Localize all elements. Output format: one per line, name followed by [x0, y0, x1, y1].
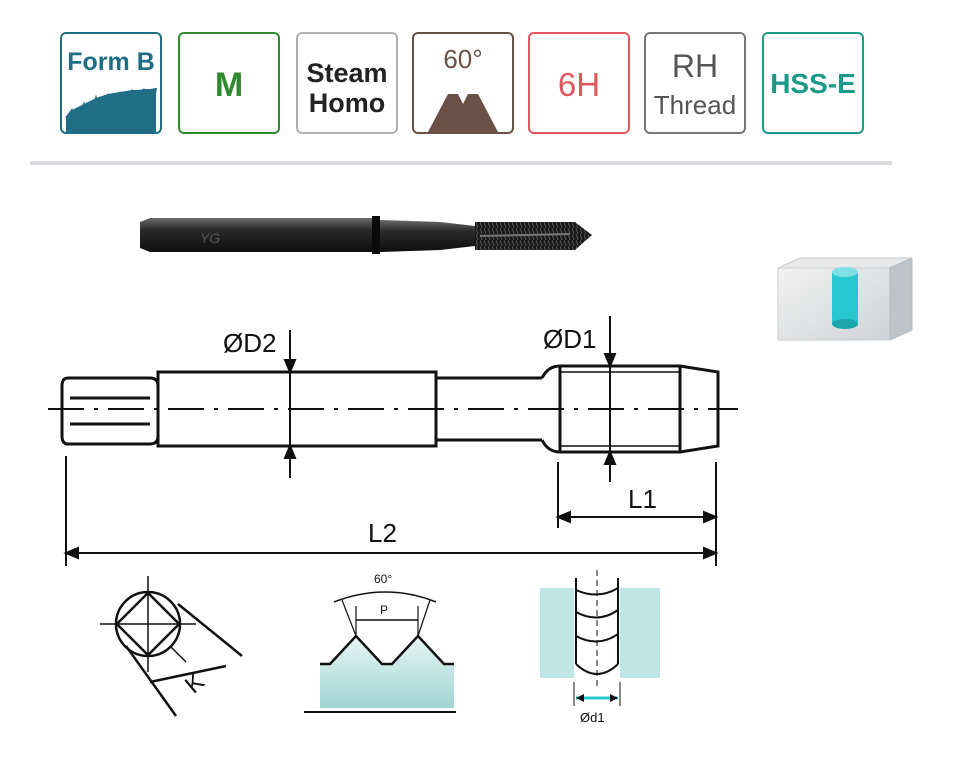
through-hole-icon [777, 257, 913, 341]
thread-profile-view [304, 591, 456, 713]
material-label: HSS-E [770, 68, 856, 99]
tolerance-label: 6H [557, 66, 601, 103]
material-badge: HSS-E [762, 32, 864, 134]
angle-badge: 60° [412, 32, 514, 134]
hole-diameter-label: Ød1 [580, 710, 605, 725]
l2-dimension [63, 456, 719, 566]
rh-thread-badge: RH Thread [644, 32, 746, 134]
form-b-badge: Form B [60, 32, 162, 134]
metric-badge: M [178, 32, 280, 134]
metric-label: M [214, 66, 244, 104]
rh-label: RH [671, 48, 719, 84]
form-b-label: Form B [67, 48, 155, 76]
section-divider [30, 161, 892, 165]
through-hole-section-view [540, 570, 660, 706]
d1-dimension [603, 316, 617, 482]
tap-photo: YG [140, 216, 592, 254]
homo-label: Homo [308, 88, 386, 118]
l1-label: L1 [628, 484, 657, 514]
d2-label: ØD2 [223, 328, 276, 358]
l2-label: L2 [368, 518, 397, 548]
d2-dimension [283, 330, 297, 478]
tap-logo-engraving: YG [200, 230, 220, 246]
tolerance-badge: 6H [528, 32, 630, 134]
l1-dimension [555, 462, 719, 566]
thread-form-icon [65, 87, 157, 132]
thread-angle-icon [428, 94, 498, 132]
pitch-label: P [380, 603, 388, 617]
steam-label: Steam [306, 58, 388, 88]
k-label: K [180, 668, 210, 699]
thread-angle-label: 60° [374, 572, 392, 586]
d1-label: ØD1 [543, 324, 596, 354]
steam-homo-badge: Steam Homo [296, 32, 398, 134]
thread-label: Thread [653, 90, 737, 120]
angle-badge-label: 60° [443, 44, 483, 74]
square-section-view [100, 576, 243, 717]
feature-badges: Form B M Steam Homo 60° 6H RH Thread HSS… [60, 32, 880, 138]
